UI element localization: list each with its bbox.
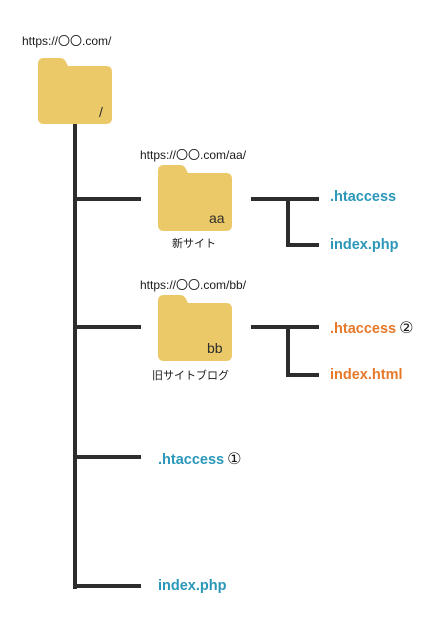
bb-url: https://〇〇.com/bb/ <box>140 278 247 292</box>
branch-root-index <box>73 584 141 588</box>
aa-branch-v <box>286 197 290 247</box>
root-url: https://〇〇.com/ <box>22 34 112 48</box>
branch-aa <box>73 197 141 201</box>
aa-branch-h2 <box>286 243 319 247</box>
bb-caption: 旧サイトブログ <box>152 370 229 382</box>
bb-branch-h1 <box>251 325 319 329</box>
bb-branch-v <box>286 325 290 377</box>
branch-bb <box>73 325 141 329</box>
root-htaccess-name: .htaccess <box>158 452 225 468</box>
aa-caption: 新サイト <box>172 238 216 250</box>
root-htaccess-marker: ① <box>227 451 242 468</box>
aa-index-file: index.php <box>330 237 399 253</box>
branch-root-htaccess <box>73 455 141 459</box>
bb-index-file: index.html <box>330 367 403 383</box>
bb-folder-icon <box>158 295 232 361</box>
trunk-line <box>73 124 77 589</box>
bb-branch-h2 <box>286 373 319 377</box>
bb-htaccess-marker: ② <box>399 320 414 337</box>
root-folder-icon <box>38 58 112 124</box>
aa-folder-icon <box>158 165 232 231</box>
aa-url: https://〇〇.com/aa/ <box>140 148 247 162</box>
root-folder-label: / <box>99 104 103 120</box>
bb-folder-label: bb <box>207 340 223 356</box>
bb-htaccess-name: .htaccess <box>330 321 397 337</box>
aa-branch-h1 <box>251 197 319 201</box>
aa-htaccess-file: .htaccess <box>330 189 397 205</box>
root-index-file: index.php <box>158 578 227 594</box>
aa-folder-label: aa <box>209 210 225 226</box>
